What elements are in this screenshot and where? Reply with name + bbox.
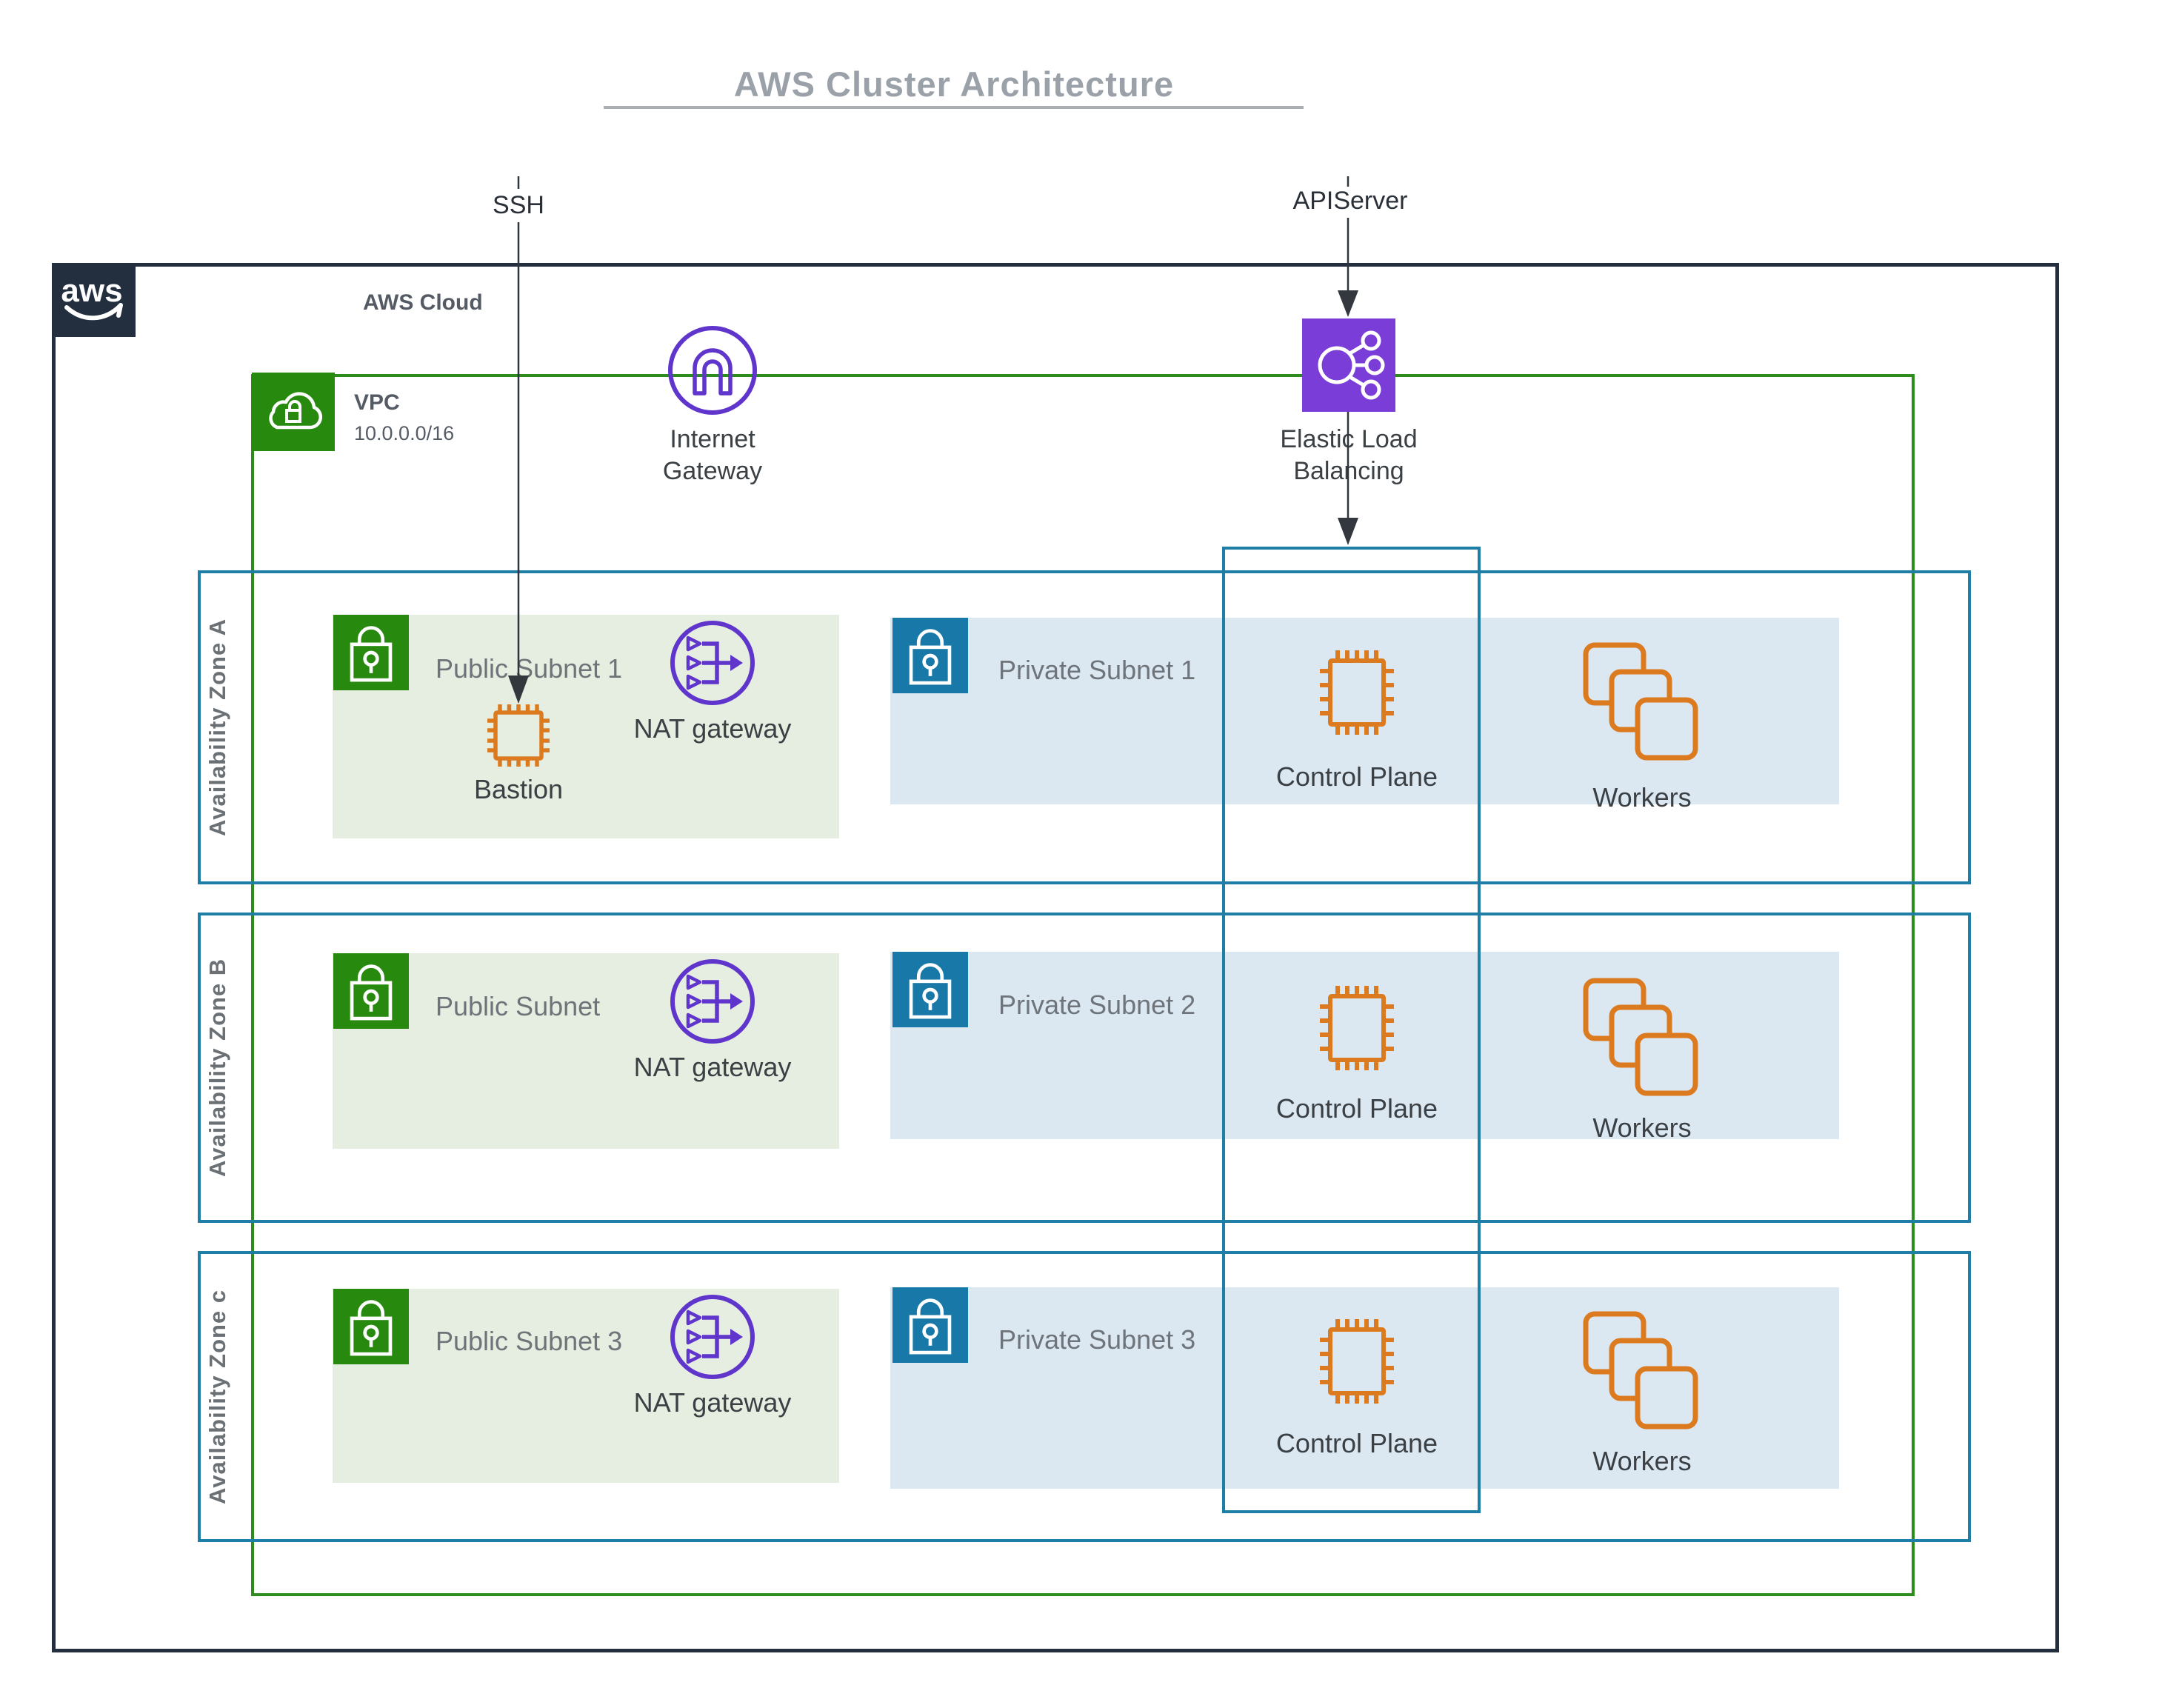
private-subnet-label: Private Subnet 3 — [998, 1324, 1196, 1355]
ssh-label: SSH — [493, 191, 544, 219]
control-plane-label: Control Plane — [1275, 1428, 1438, 1458]
workers-icon — [1583, 642, 1698, 761]
nat-gateway-label: NAT gateway — [633, 1387, 792, 1418]
public-subnet-label: Public Subnet 1 — [436, 653, 623, 684]
public-subnet-panel-c — [333, 1289, 839, 1483]
control-plane-chip-icon — [1320, 986, 1394, 1070]
nat-gateway-icon — [670, 621, 755, 705]
vpc-box — [251, 374, 1915, 1596]
aws-cloud-label: AWS Cloud — [363, 290, 483, 315]
workers-label: Workers — [1592, 1446, 1692, 1476]
public-subnet-lock-icon — [333, 953, 409, 1029]
control-plane-chip-icon — [1320, 1319, 1394, 1404]
vpc-label: VPC — [354, 390, 400, 415]
public-subnet-lock-icon — [333, 1289, 409, 1364]
workers-label: Workers — [1592, 782, 1692, 813]
aws-cloud-box — [52, 263, 2059, 1652]
private-subnet-lock-icon — [893, 1287, 968, 1363]
nat-gateway-label: NAT gateway — [633, 1052, 792, 1082]
availability-zone-c-box — [198, 1251, 1971, 1542]
apiserver-label: APIServer — [1292, 187, 1408, 215]
workers-icon — [1583, 1311, 1698, 1430]
availability-zone-a-box — [198, 570, 1971, 884]
elastic-load-balancing-icon — [1302, 318, 1395, 412]
internet-gateway-label: Internet Gateway — [662, 425, 763, 485]
svg-text:aws: aws — [61, 273, 122, 309]
workers-icon — [1583, 978, 1698, 1096]
public-subnet-label: Public Subnet 3 — [436, 1326, 623, 1356]
private-subnet-label: Private Subnet 2 — [998, 990, 1196, 1020]
private-subnet-lock-icon — [893, 618, 968, 693]
private-subnet-label: Private Subnet 1 — [998, 655, 1196, 685]
public-subnet-lock-icon — [333, 615, 409, 690]
private-subnet-lock-icon — [893, 952, 968, 1027]
control-plane-label: Control Plane — [1275, 761, 1438, 792]
bastion-label: Bastion — [473, 774, 564, 804]
control-plane-label: Control Plane — [1275, 1093, 1438, 1124]
internet-gateway-icon — [668, 326, 757, 415]
workers-label: Workers — [1592, 1112, 1692, 1143]
page-title: AWS Cluster Architecture — [733, 64, 1175, 104]
control-plane-group-box — [1222, 547, 1481, 1513]
public-subnet-label: Public Subnet — [436, 991, 601, 1021]
vpc-icon — [252, 373, 335, 451]
title-underline — [604, 106, 1304, 109]
aws-logo-icon: aws — [52, 263, 136, 337]
nat-gateway-label: NAT gateway — [633, 713, 792, 744]
control-plane-chip-icon — [1320, 650, 1394, 735]
availability-zone-b-box — [198, 913, 1971, 1223]
public-subnet-panel-a — [333, 615, 839, 838]
vpc-cidr: 10.0.0.0/16 — [354, 422, 455, 444]
bastion-chip-icon — [487, 704, 550, 767]
nat-gateway-icon — [670, 959, 755, 1044]
nat-gateway-icon — [670, 1295, 755, 1379]
public-subnet-panel-b — [333, 953, 839, 1149]
